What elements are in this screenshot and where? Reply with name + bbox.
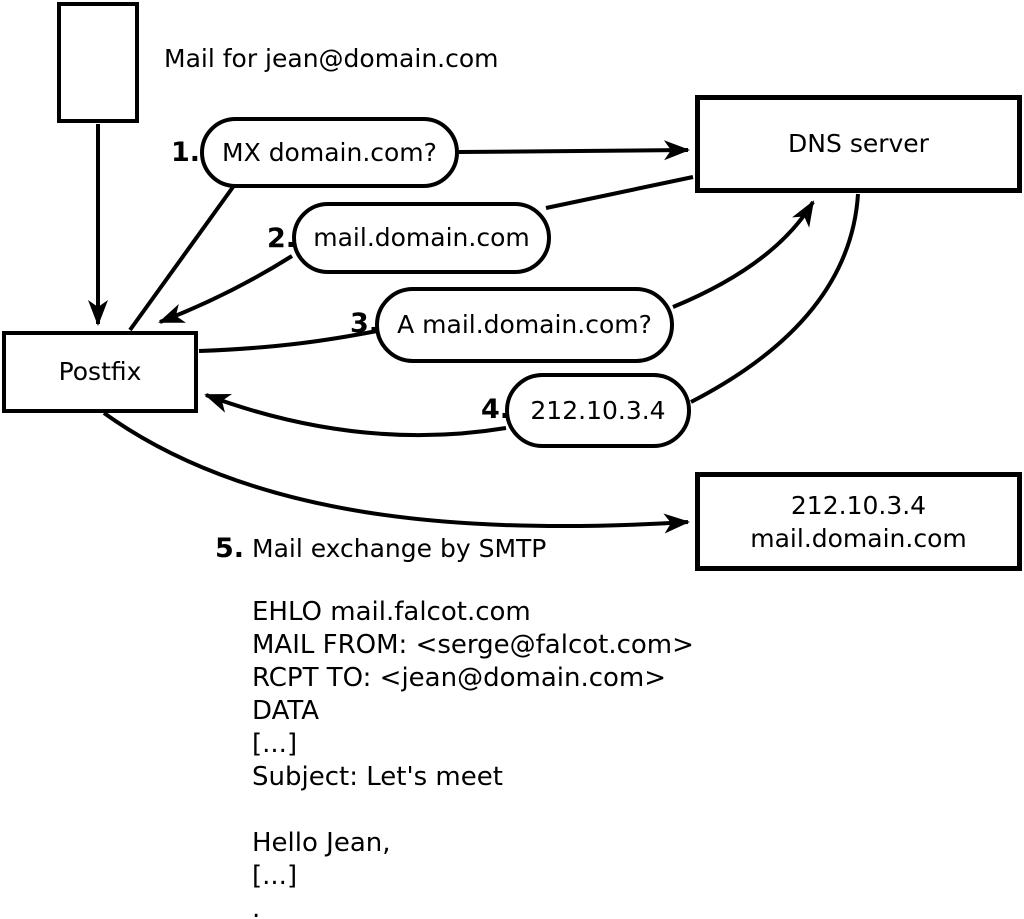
step3-label: A mail.domain.com? <box>397 310 652 339</box>
step1-number: 1. <box>170 137 200 168</box>
link-postfix-to-step3 <box>198 329 378 353</box>
step3-number: 3. <box>349 308 379 339</box>
arrow-step3-to-dns <box>672 200 815 309</box>
mail-server-hostname: mail.domain.com <box>750 523 967 553</box>
step3-bubble: A mail.domain.com? <box>375 287 674 363</box>
postfix-box: Postfix <box>2 331 198 413</box>
step4-bubble: 212.10.3.4 <box>505 373 691 448</box>
step4-number: 4. <box>480 394 510 425</box>
step5-label: Mail exchange by SMTP <box>252 534 547 563</box>
step2-bubble: mail.domain.com <box>292 202 551 274</box>
step5-number: 5. <box>214 533 244 564</box>
step2-label: mail.domain.com <box>313 223 530 252</box>
link-postfix-to-step1 <box>128 185 235 332</box>
postfix-label: Postfix <box>58 357 142 386</box>
arrow-step4-to-postfix <box>204 393 507 438</box>
mail-server-box: 212.10.3.4 mail.domain.com <box>695 472 1022 571</box>
diagram-title: Mail for jean@domain.com <box>164 44 499 73</box>
dns-server-label: DNS server <box>788 129 929 158</box>
link-dns-to-step4 <box>690 193 860 404</box>
arrow-step2-to-postfix <box>158 254 294 324</box>
step2-number: 2. <box>266 223 296 254</box>
step4-label: 212.10.3.4 <box>530 395 666 425</box>
mail-envelope-shape <box>57 2 139 123</box>
dns-server-box: DNS server <box>695 95 1022 193</box>
arrow-step1-to-dns <box>458 140 690 161</box>
link-dns-to-step2 <box>545 175 694 210</box>
smtp-transcript: EHLO mail.falcot.com MAIL FROM: <serge@f… <box>252 597 694 919</box>
mail-server-ip: 212.10.3.4 <box>790 490 927 520</box>
arrow-postfix-to-mailserver <box>102 411 690 534</box>
step1-label: MX domain.com? <box>222 137 437 167</box>
step1-bubble: MX domain.com? <box>200 117 459 188</box>
